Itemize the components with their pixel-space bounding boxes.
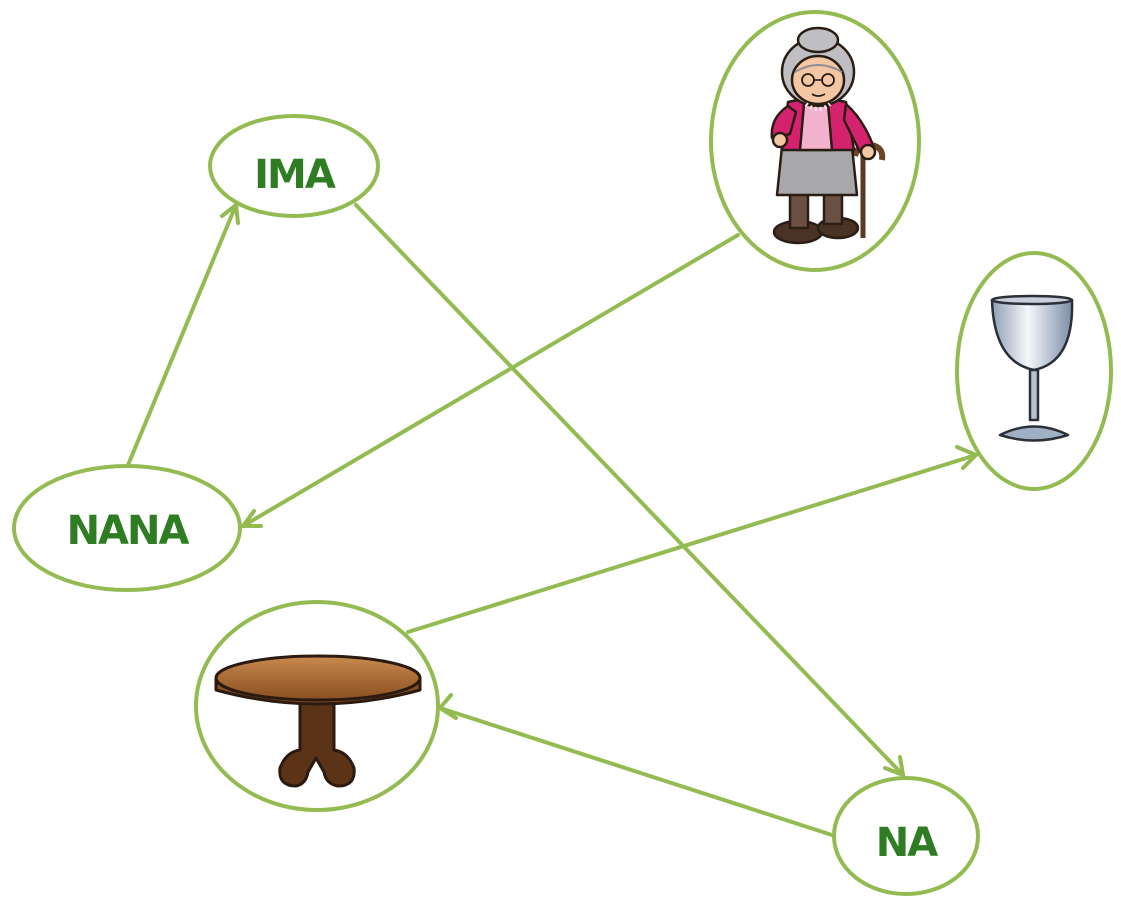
arrow-table-to-glass <box>406 445 978 634</box>
node-na-outline <box>832 776 980 896</box>
grandmother-icon <box>770 26 886 245</box>
node-ima: IMA <box>208 114 380 218</box>
arrow-grandmother-to-nana <box>241 233 740 528</box>
node-nana-outline <box>12 464 242 592</box>
node-table <box>194 600 440 812</box>
arrow-na-to-table <box>438 693 834 837</box>
round-table-icon <box>214 654 422 788</box>
node-glass <box>955 251 1113 491</box>
node-ima-outline <box>208 114 380 218</box>
node-grandmother <box>709 10 921 272</box>
node-na-label: NA <box>876 820 938 866</box>
node-nana: NANA <box>12 464 242 592</box>
node-nana-label: NANA <box>67 508 190 554</box>
wine-glass-icon <box>990 294 1074 442</box>
arrow-nana-to-ima <box>126 203 240 467</box>
connectors <box>126 203 978 837</box>
arrow-ima-to-na <box>354 203 905 777</box>
node-ima-label: IMA <box>254 152 336 198</box>
node-na: NA <box>832 776 980 896</box>
